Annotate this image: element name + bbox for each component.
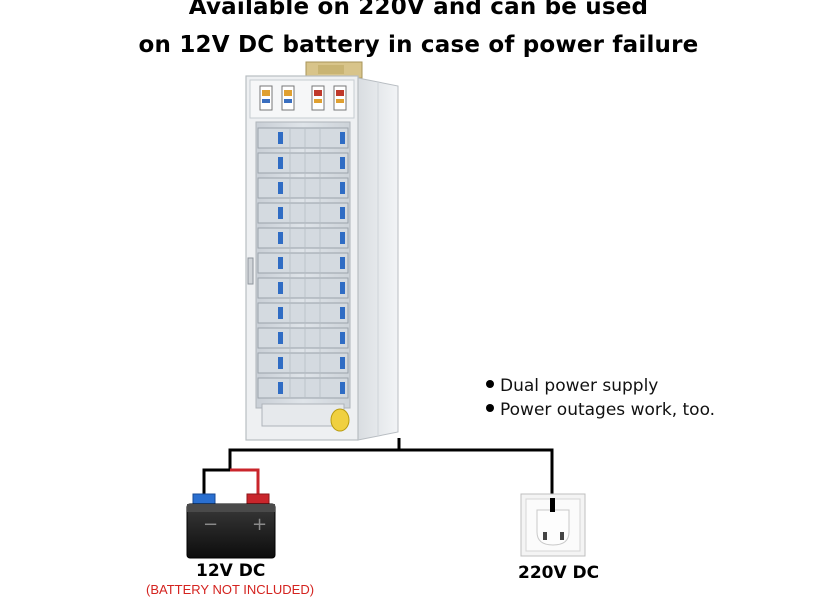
battery-plus-sign: + xyxy=(252,514,267,535)
battery-label: 12V DC xyxy=(196,561,266,581)
bullet-icon xyxy=(486,380,494,388)
headline-line-2: on 12V DC battery in case of power failu… xyxy=(138,32,699,58)
feature-text: Power outages work, too. xyxy=(500,400,716,420)
feature-item: Dual power supply xyxy=(486,376,715,396)
egg-trays xyxy=(257,127,349,399)
control-panel-gauges xyxy=(259,85,347,111)
battery-note: (BATTERY NOT INCLUDED) xyxy=(146,582,315,597)
outlet-label: 220V DC xyxy=(518,563,600,583)
feature-item: Power outages work, too. xyxy=(486,400,715,420)
battery-minus-sign: − xyxy=(203,514,218,535)
battery-icon: − + xyxy=(186,493,276,559)
wall-socket-icon xyxy=(520,493,586,557)
incubator-cabinet-illustration xyxy=(245,61,399,441)
bullet-icon xyxy=(486,404,494,412)
power-wiring xyxy=(202,438,554,499)
headline-line-1: Available on 220V and can be used xyxy=(188,0,649,20)
feature-text: Dual power supply xyxy=(500,376,659,396)
feature-list: Dual power supply Power outages work, to… xyxy=(486,376,715,424)
